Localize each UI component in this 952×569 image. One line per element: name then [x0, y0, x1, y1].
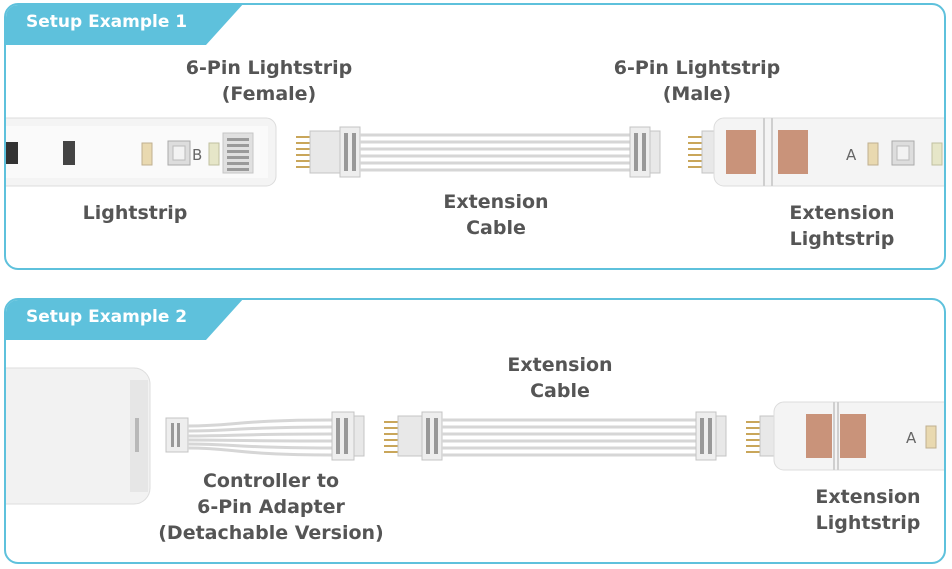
setup-example-2-tab: Setup Example 2	[6, 300, 244, 340]
lightstrip-female-end: B	[6, 117, 277, 187]
strip-letter-a: A	[846, 146, 857, 164]
setup-example-1-panel: Setup Example 1 B	[4, 3, 946, 270]
setup-example-2-title: Setup Example 2	[26, 307, 188, 327]
male-end-label: 6-Pin Lightstrip (Male)	[613, 57, 781, 105]
extension-lightstrip-male-end: A	[688, 117, 944, 187]
extension-lightstrip-2: A	[746, 401, 944, 471]
adapter-label: Controller to 6-Pin Adapter (Detachable …	[158, 470, 384, 544]
extension-lightstrip-label-1: Extension Lightstrip	[789, 202, 895, 250]
extension-lightstrip-label-2: Extension Lightstrip	[815, 486, 921, 534]
strip-letter-b: B	[192, 146, 202, 164]
setup-example-1-title: Setup Example 1	[26, 12, 188, 32]
female-end-label: 6-Pin Lightstrip (Female)	[185, 57, 353, 105]
setup1-illustration: B	[6, 117, 944, 187]
extension-cable-2	[384, 411, 727, 461]
extension-cable-1	[296, 126, 661, 178]
extension-cable-label-1: Extension Cable	[443, 191, 549, 239]
extension-cable-label-2: Extension Cable	[507, 354, 613, 402]
controller-box	[6, 367, 151, 505]
setup-example-2-panel: Setup Example 2	[4, 298, 946, 564]
controller-adapter-cable	[165, 411, 365, 461]
strip-letter-a-2: A	[906, 429, 917, 447]
setup-example-1-tab: Setup Example 1	[6, 5, 244, 45]
setup2-illustration: A	[6, 367, 944, 505]
lightstrip-label: Lightstrip	[82, 202, 188, 224]
